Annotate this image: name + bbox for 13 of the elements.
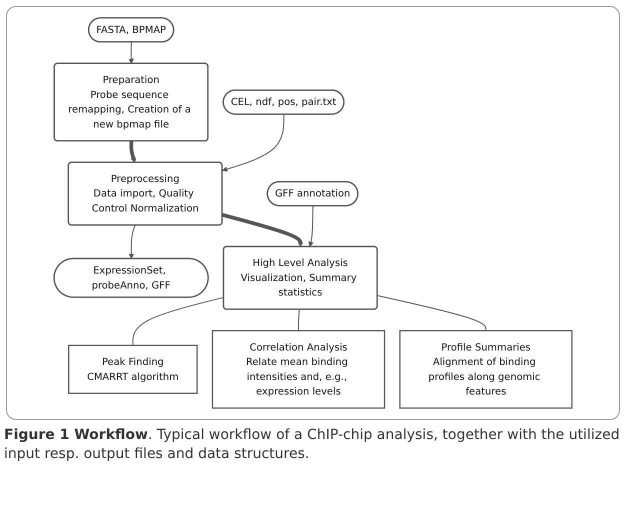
arrow	[222, 114, 284, 172]
connector	[298, 308, 300, 332]
node-box: Correlation Analysis Relate mean binding intensities and, e.g., expression levels	[212, 330, 386, 409]
connector	[132, 296, 224, 346]
arrow	[128, 224, 136, 260]
arrow	[308, 205, 314, 248]
connector	[376, 295, 486, 332]
arrow	[128, 42, 134, 64]
node-box: Profile Summaries Alignment of binding profiles along genomic features	[399, 330, 573, 409]
node-box: Peak Finding CMARRT algorithm	[68, 344, 198, 394]
arrow	[222, 213, 304, 248]
arrow	[129, 141, 136, 163]
figure-caption: Figure 1 Workflow. Typical workflow of a ChIP-chip analysis, together with the utilized input resp. output files and data structures.	[4, 426, 621, 464]
